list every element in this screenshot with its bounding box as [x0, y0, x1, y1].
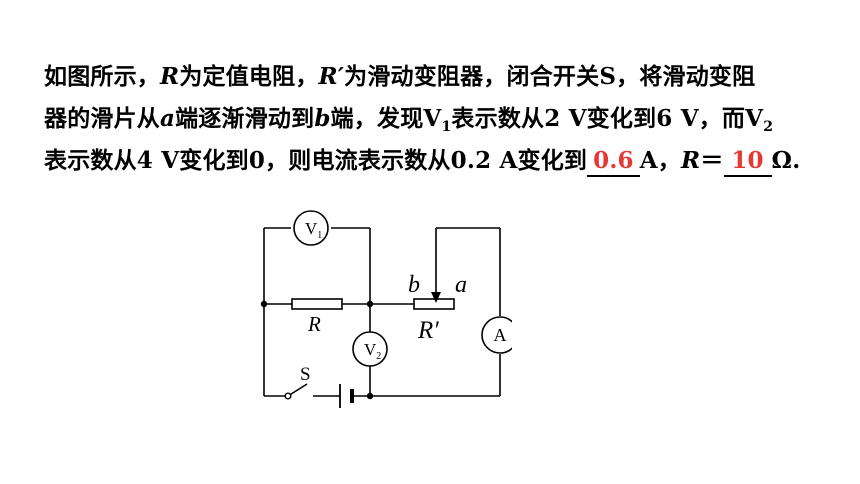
text-segment: 为定值电阻，	[179, 63, 319, 90]
rheostat-end-b-label: b	[408, 272, 420, 298]
switch-terminal	[284, 392, 292, 400]
end-b-symbol: b	[314, 105, 331, 132]
text-segment: A，	[639, 147, 682, 174]
rheostat-symbol: R′	[318, 63, 345, 90]
ammeter-label: A	[494, 325, 507, 345]
text-segment: 器的滑片从	[44, 105, 160, 132]
slider-arrow-icon	[431, 292, 441, 303]
switch-label: S	[300, 364, 311, 385]
resistor-symbol: R	[681, 147, 701, 174]
resistor-r-label: R	[307, 312, 321, 336]
text-segment: 表示数从2 V变化到6 V，而V	[451, 105, 764, 132]
junction-dot	[366, 300, 374, 308]
rheostat-r-prime	[413, 298, 455, 310]
problem-text: 如图所示，R为定值电阻，R′为滑动变阻器，闭合开关S，将滑动变阻 器的滑片从a端…	[44, 56, 834, 182]
voltmeter-v2-label: V2	[364, 340, 381, 362]
end-a-symbol: a	[160, 105, 176, 132]
resistor-symbol: R	[160, 63, 180, 90]
voltmeter-v2	[352, 331, 388, 367]
junction-dot	[260, 300, 268, 308]
text-segment: 端，发现V	[330, 105, 442, 132]
answer-blank-2: 10	[723, 147, 772, 177]
circuit-wires	[263, 227, 501, 397]
text-segment: Ω.	[771, 147, 801, 174]
subscript: 1	[441, 119, 452, 135]
rheostat-end-a-label: a	[455, 272, 467, 298]
rheostat-r-prime-label: R′	[417, 317, 439, 344]
text-segment: 表示数从4 V变化到0，则电流表示数从0.2 A变化到	[44, 147, 588, 174]
text-segment: ＝	[700, 147, 724, 174]
junction-dot	[366, 392, 374, 400]
problem-line-1: 如图所示，R为定值电阻，R′为滑动变阻器，闭合开关S，将滑动变阻	[44, 56, 834, 98]
problem-line-2: 器的滑片从a端逐渐滑动到b端，发现V1表示数从2 V变化到6 V，而V2	[44, 98, 834, 140]
voltmeter-v1-label: V1	[305, 219, 322, 241]
text-segment: 为滑动变阻器，闭合开关S，将滑动变阻	[344, 63, 756, 90]
subscript: 2	[763, 119, 774, 135]
answer-blank-1: 0.6	[587, 147, 640, 177]
text-segment: 如图所示，	[44, 63, 160, 90]
resistor-r	[291, 298, 343, 310]
ammeter	[481, 316, 512, 354]
voltmeter-v1	[293, 210, 329, 246]
circuit-diagram: V1 V2 A R R′ b a S	[260, 210, 512, 408]
text-segment: 端逐渐滑动到	[175, 105, 315, 132]
